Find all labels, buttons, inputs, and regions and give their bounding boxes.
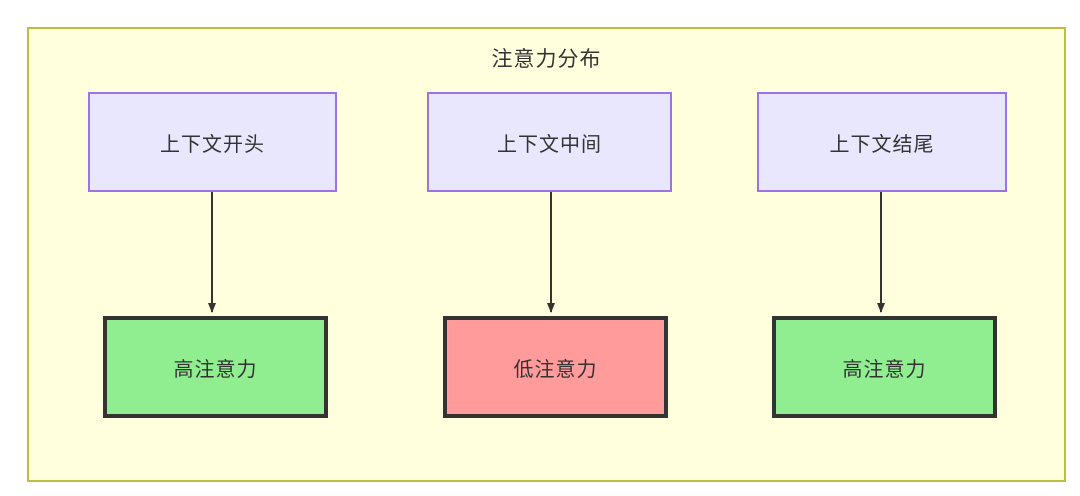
- node-context-middle[interactable]: 上下文中间: [427, 92, 672, 192]
- node-context-start[interactable]: 上下文开头: [88, 92, 337, 192]
- node-low-attention-middle[interactable]: 低注意力: [443, 316, 668, 418]
- node-label: 高注意力: [842, 358, 927, 381]
- node-high-attention-start[interactable]: 高注意力: [103, 316, 328, 418]
- node-label: 高注意力: [173, 358, 258, 381]
- node-label: 上下文开头: [160, 133, 265, 156]
- subgraph-title: 注意力分布: [491, 48, 602, 71]
- node-label: 低注意力: [513, 358, 598, 381]
- node-label: 上下文结尾: [829, 133, 935, 156]
- node-label: 上下文中间: [497, 133, 602, 156]
- node-high-attention-end[interactable]: 高注意力: [772, 316, 997, 418]
- node-context-end[interactable]: 上下文结尾: [757, 92, 1007, 192]
